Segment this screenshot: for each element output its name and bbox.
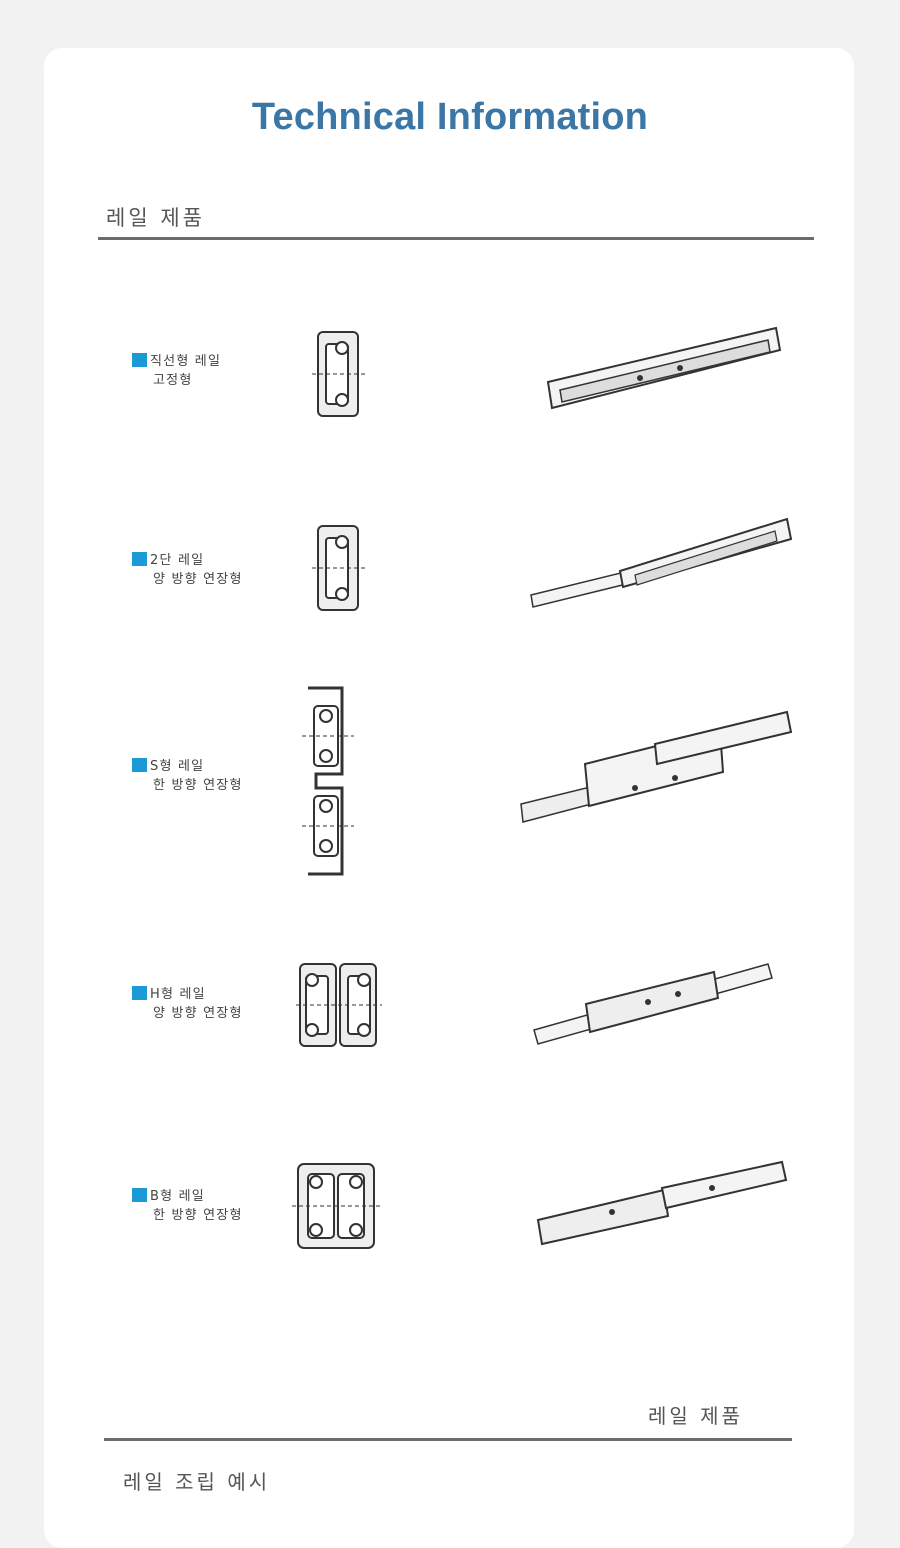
section-divider — [98, 237, 814, 240]
content-card — [44, 48, 854, 1548]
rail-illustration-straight — [546, 326, 782, 410]
product-label-h-type: H형 레일 양 방향 연장형 — [132, 985, 243, 1023]
product-label-2stage: 2단 레일 양 방향 연장형 — [132, 551, 243, 589]
rail-illustration-b-type — [536, 1160, 788, 1246]
bullet-square-icon — [132, 552, 147, 566]
rail-illustration-2stage — [530, 517, 793, 608]
bullet-square-icon — [132, 758, 147, 772]
cross-section-2stage — [312, 525, 368, 611]
section-heading: 레일 제품 — [106, 206, 205, 230]
bullet-square-icon — [132, 1188, 147, 1202]
rail-illustration-s-type — [520, 710, 793, 823]
bullet-square-icon — [132, 353, 147, 367]
footer-label: 레일 제품 — [648, 1404, 743, 1428]
rail-illustration-h-type — [533, 963, 773, 1045]
page-title: Technical Information — [251, 96, 649, 138]
cross-section-straight — [312, 331, 368, 417]
cross-section-h-type — [296, 963, 382, 1047]
product-label-b-type: B형 레일 한 방향 연장형 — [132, 1187, 243, 1225]
section-divider-bottom — [104, 1438, 792, 1441]
product-label-s-type: S형 레일 한 방향 연장형 — [132, 757, 243, 795]
product-label-straight: 직선형 레일 고정형 — [132, 352, 221, 390]
cross-section-b-type — [292, 1163, 382, 1249]
section2-heading: 레일 조립 예시 — [123, 1470, 271, 1494]
cross-section-s-type — [302, 686, 354, 876]
bullet-square-icon — [132, 986, 147, 1000]
